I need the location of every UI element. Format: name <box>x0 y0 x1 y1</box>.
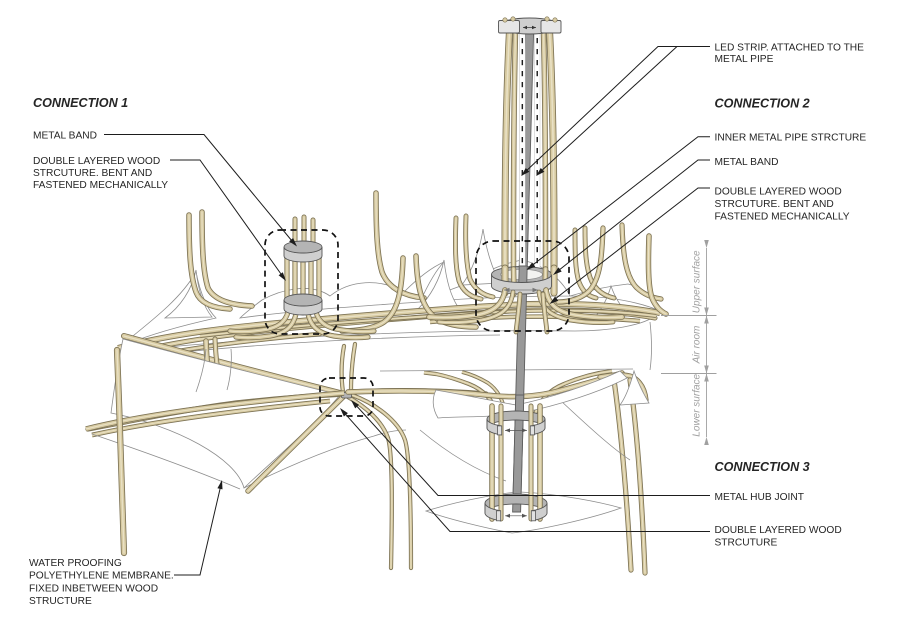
svg-text:METAL PIPE: METAL PIPE <box>715 54 774 65</box>
svg-text:STRCUTURE. BENT AND: STRCUTURE. BENT AND <box>715 199 834 210</box>
svg-text:LED STRIP. ATTACHED TO THE: LED STRIP. ATTACHED TO THE <box>715 43 865 54</box>
svg-text:METAL BAND: METAL BAND <box>715 157 779 168</box>
svg-text:METAL HUB JOINT: METAL HUB JOINT <box>715 492 804 503</box>
svg-text:CONNECTION 1: CONNECTION 1 <box>33 96 128 110</box>
svg-text:STRCUTURE: STRCUTURE <box>715 538 778 549</box>
svg-text:WATER PROOFING: WATER PROOFING <box>29 558 122 569</box>
svg-text:STRCUTURE. BENT AND: STRCUTURE. BENT AND <box>33 168 152 179</box>
svg-text:POLYETHYLENE MEMBRANE.: POLYETHYLENE MEMBRANE. <box>29 571 174 582</box>
svg-text:INNER METAL PIPE STRCTURE: INNER METAL PIPE STRCTURE <box>715 133 867 144</box>
svg-text:Lower surface: Lower surface <box>692 373 703 436</box>
svg-text:STRUCTURE: STRUCTURE <box>29 596 92 607</box>
svg-text:FIXED INBETWEEN WOOD: FIXED INBETWEEN WOOD <box>29 583 158 594</box>
svg-text:FASTENED MECHANICALLY: FASTENED MECHANICALLY <box>33 180 168 191</box>
svg-text:CONNECTION 3: CONNECTION 3 <box>715 460 810 474</box>
svg-text:Upper surface: Upper surface <box>692 250 703 313</box>
svg-text:DOUBLE LAYERED WOOD: DOUBLE LAYERED WOOD <box>715 187 842 198</box>
svg-text:DOUBLE LAYERED WOOD: DOUBLE LAYERED WOOD <box>715 525 842 536</box>
svg-text:FASTENED MECHANICALLY: FASTENED MECHANICALLY <box>715 211 850 222</box>
svg-text:Air room: Air room <box>692 326 703 365</box>
svg-text:DOUBLE LAYERED WOOD: DOUBLE LAYERED WOOD <box>33 156 160 167</box>
svg-text:CONNECTION 2: CONNECTION 2 <box>715 97 810 111</box>
svg-text:METAL BAND: METAL BAND <box>33 131 97 142</box>
